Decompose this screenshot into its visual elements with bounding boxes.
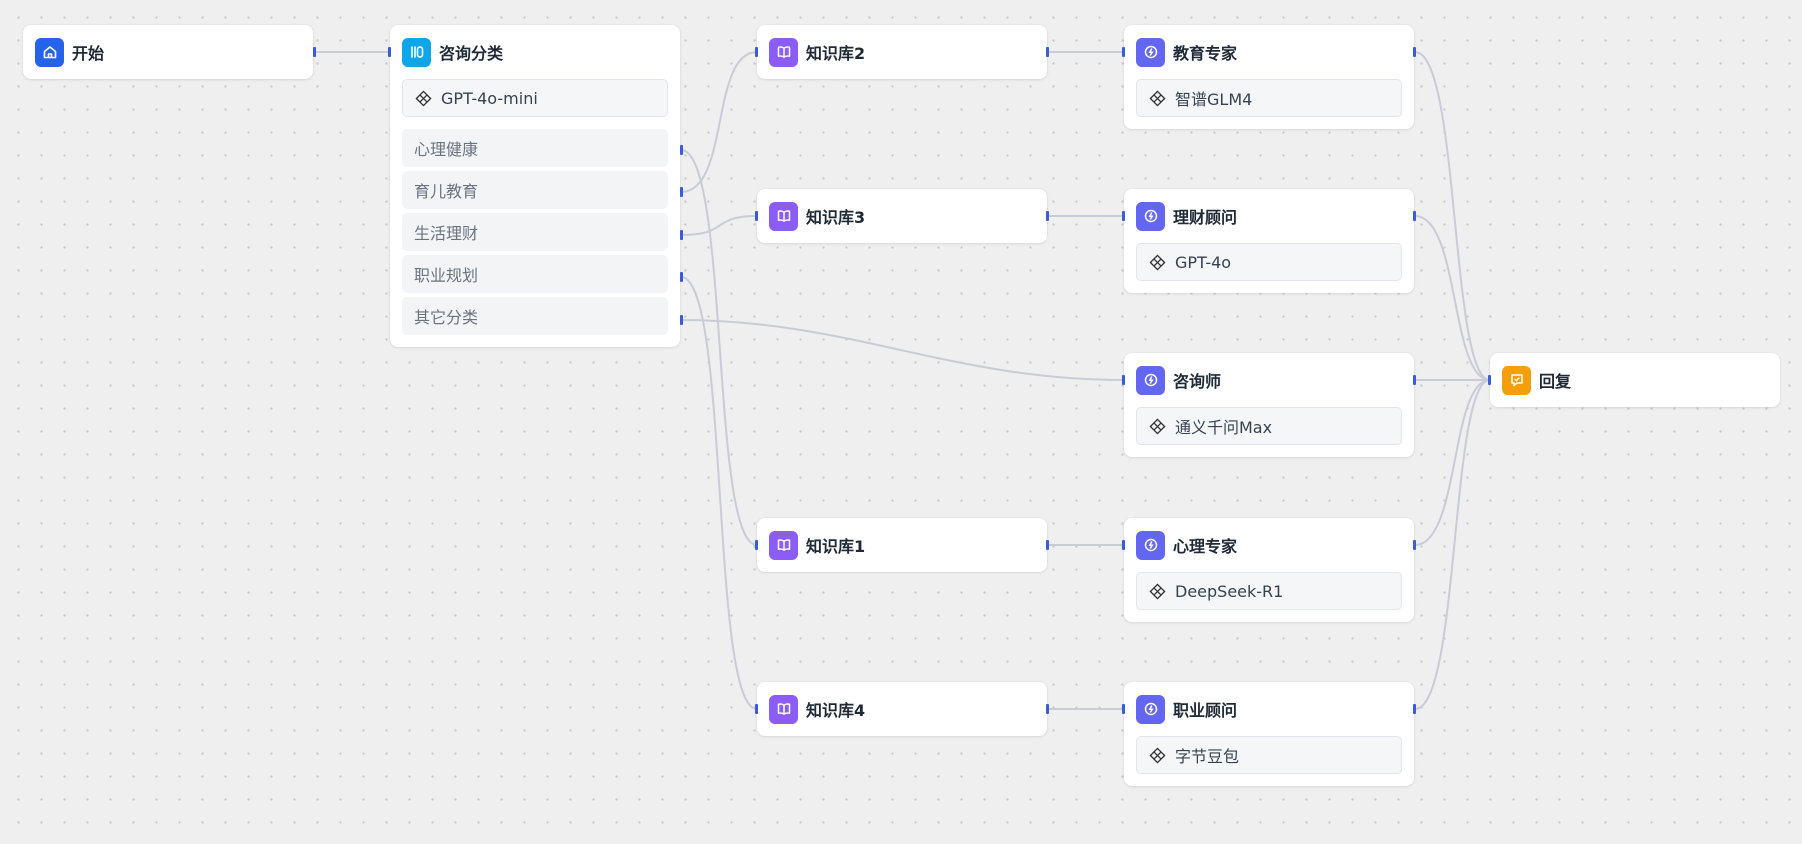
input-handle[interactable]: [1122, 704, 1125, 714]
category-item[interactable]: 心理健康: [402, 129, 668, 167]
node-kb1[interactable]: 知识库1: [757, 518, 1047, 572]
llm-icon: [1136, 201, 1165, 231]
edge-other-consultant: [680, 319, 1125, 381]
model-label: 字节豆包: [1175, 747, 1240, 766]
model-selector[interactable]: 智谱GLM4: [1136, 79, 1402, 117]
node-kb3[interactable]: 知识库3: [757, 189, 1047, 243]
output-handle[interactable]: [1046, 47, 1049, 57]
node-start[interactable]: 开始: [23, 25, 313, 79]
node-title: 开始: [72, 44, 105, 63]
input-handle[interactable]: [388, 47, 391, 57]
home-icon: [35, 37, 64, 67]
node-consultant[interactable]: 咨询师 通义千问Max: [1124, 353, 1414, 457]
node-title: 咨询师: [1173, 372, 1222, 391]
model-selector[interactable]: DeepSeek-R1: [1136, 572, 1402, 610]
category-item[interactable]: 生活理财: [402, 213, 668, 251]
output-handle[interactable]: [1413, 540, 1416, 550]
edge-psych-reply: [1414, 379, 1491, 546]
model-diamond-icon: [1149, 417, 1166, 435]
input-handle[interactable]: [755, 47, 758, 57]
input-handle[interactable]: [755, 540, 758, 550]
edge-career-reply: [1414, 379, 1491, 710]
node-title: 知识库4: [806, 701, 866, 720]
edge-health-kb1: [680, 149, 758, 546]
node-title: 知识库1: [806, 537, 866, 556]
node-title: 心理专家: [1173, 537, 1238, 556]
output-handle[interactable]: [1046, 540, 1049, 550]
llm-icon: [1136, 694, 1165, 724]
category-item[interactable]: 其它分类: [402, 297, 668, 335]
book-icon: [769, 37, 798, 67]
category-item[interactable]: 职业规划: [402, 255, 668, 293]
edge-career-kb4: [680, 276, 758, 710]
model-selector[interactable]: 通义千问Max: [1136, 407, 1402, 445]
model-diamond-icon: [1149, 746, 1166, 764]
edge-edu-reply: [1414, 51, 1491, 381]
book-icon: [769, 530, 798, 560]
node-title: 咨询分类: [439, 44, 504, 63]
node-psych-expert[interactable]: 心理专家 DeepSeek-R1: [1124, 518, 1414, 622]
model-diamond-icon: [1149, 89, 1166, 107]
book-icon: [769, 694, 798, 724]
node-classifier[interactable]: 咨询分类 GPT-4o-mini 心理健康 育儿教育 生活理财 职业规划 其它分…: [390, 25, 680, 347]
model-diamond-icon: [1149, 253, 1166, 271]
output-handle[interactable]: [1413, 375, 1416, 385]
category-handle[interactable]: [680, 230, 683, 240]
llm-icon: [1136, 365, 1165, 395]
classifier-icon: [402, 37, 431, 67]
input-handle[interactable]: [1122, 375, 1125, 385]
model-selector[interactable]: GPT-4o-mini: [402, 79, 668, 117]
llm-icon: [1136, 530, 1165, 560]
model-selector[interactable]: GPT-4o: [1136, 243, 1402, 281]
model-diamond-icon: [1149, 582, 1166, 600]
book-icon: [769, 201, 798, 231]
node-kb4[interactable]: 知识库4: [757, 682, 1047, 736]
output-handle[interactable]: [1413, 47, 1416, 57]
reply-icon: [1502, 365, 1531, 395]
edge-finance-kb3: [680, 215, 758, 236]
input-handle[interactable]: [755, 211, 758, 221]
input-handle[interactable]: [1122, 540, 1125, 550]
model-label: GPT-4o-mini: [441, 88, 538, 108]
output-handle[interactable]: [1046, 211, 1049, 221]
node-edu-expert[interactable]: 教育专家 智谱GLM4: [1124, 25, 1414, 129]
edge-finance-reply: [1414, 215, 1491, 381]
category-handle[interactable]: [680, 187, 683, 197]
category-item[interactable]: 育儿教育: [402, 171, 668, 209]
category-handle[interactable]: [680, 315, 683, 325]
model-label: DeepSeek-R1: [1175, 581, 1284, 601]
category-handle[interactable]: [680, 145, 683, 155]
node-title: 回复: [1539, 372, 1572, 391]
node-title: 职业顾问: [1173, 701, 1238, 720]
model-label: 智谱GLM4: [1175, 90, 1253, 109]
category-handle[interactable]: [680, 272, 683, 282]
input-handle[interactable]: [1122, 47, 1125, 57]
node-career-advisor[interactable]: 职业顾问 字节豆包: [1124, 682, 1414, 786]
input-handle[interactable]: [755, 704, 758, 714]
input-handle[interactable]: [1122, 211, 1125, 221]
node-title: 教育专家: [1173, 44, 1238, 63]
node-kb2[interactable]: 知识库2: [757, 25, 1047, 79]
node-finance-advisor[interactable]: 理财顾问 GPT-4o: [1124, 189, 1414, 293]
edge-parenting-kb2: [680, 51, 758, 193]
node-title: 知识库3: [806, 208, 866, 227]
node-title: 知识库2: [806, 44, 866, 63]
output-handle[interactable]: [313, 47, 316, 57]
output-handle[interactable]: [1413, 704, 1416, 714]
model-label: 通义千问Max: [1175, 418, 1273, 437]
model-diamond-icon: [415, 89, 432, 107]
output-handle[interactable]: [1046, 704, 1049, 714]
output-handle[interactable]: [1413, 211, 1416, 221]
node-title: 理财顾问: [1173, 208, 1238, 227]
input-handle[interactable]: [1488, 375, 1491, 385]
model-label: GPT-4o: [1175, 252, 1232, 272]
llm-icon: [1136, 37, 1165, 67]
model-selector[interactable]: 字节豆包: [1136, 736, 1402, 774]
node-reply[interactable]: 回复: [1490, 353, 1780, 407]
